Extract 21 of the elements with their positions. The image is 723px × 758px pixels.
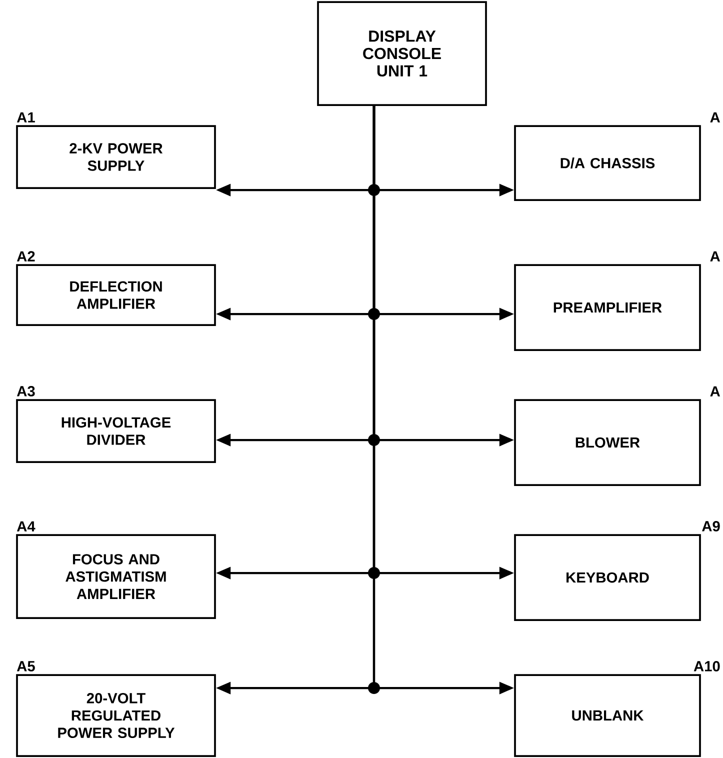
unit-label: A10 — [694, 661, 720, 672]
unit-box: KEYBOARD — [514, 534, 701, 621]
unit-label: A1 — [16, 112, 35, 122]
unit-box: 2-KV POWER SUPPLY — [16, 125, 216, 189]
unit-box: FOCUS AND ASTIGMATISM AMPLIFIER — [16, 534, 216, 619]
unit-box: HIGH-VOLTAGE DIVIDER — [16, 399, 216, 463]
unit-label: A5 — [16, 661, 35, 672]
unit-label: A4 — [16, 521, 36, 532]
unit-label: A — [710, 112, 720, 122]
unit-box: BLOWER — [514, 399, 701, 486]
unit-box: D/A CHASSIS — [514, 125, 701, 201]
unit-box: DEFLECTION AMPLIFIER — [16, 264, 216, 326]
unit-label: A — [710, 386, 720, 396]
unit-box: DISPLAY CONSOLE UNIT 1 — [317, 1, 487, 106]
unit-box: 20-VOLT REGULATED POWER SUPPLY — [16, 674, 216, 757]
unit-label: A — [710, 251, 720, 262]
unit-label: A2 — [16, 251, 35, 262]
unit-box: PREAMPLIFIER — [514, 264, 701, 351]
unit-label: A3 — [16, 386, 35, 396]
unit-box: UNBLANK — [514, 674, 701, 757]
unit-label: A9 — [702, 521, 720, 532]
